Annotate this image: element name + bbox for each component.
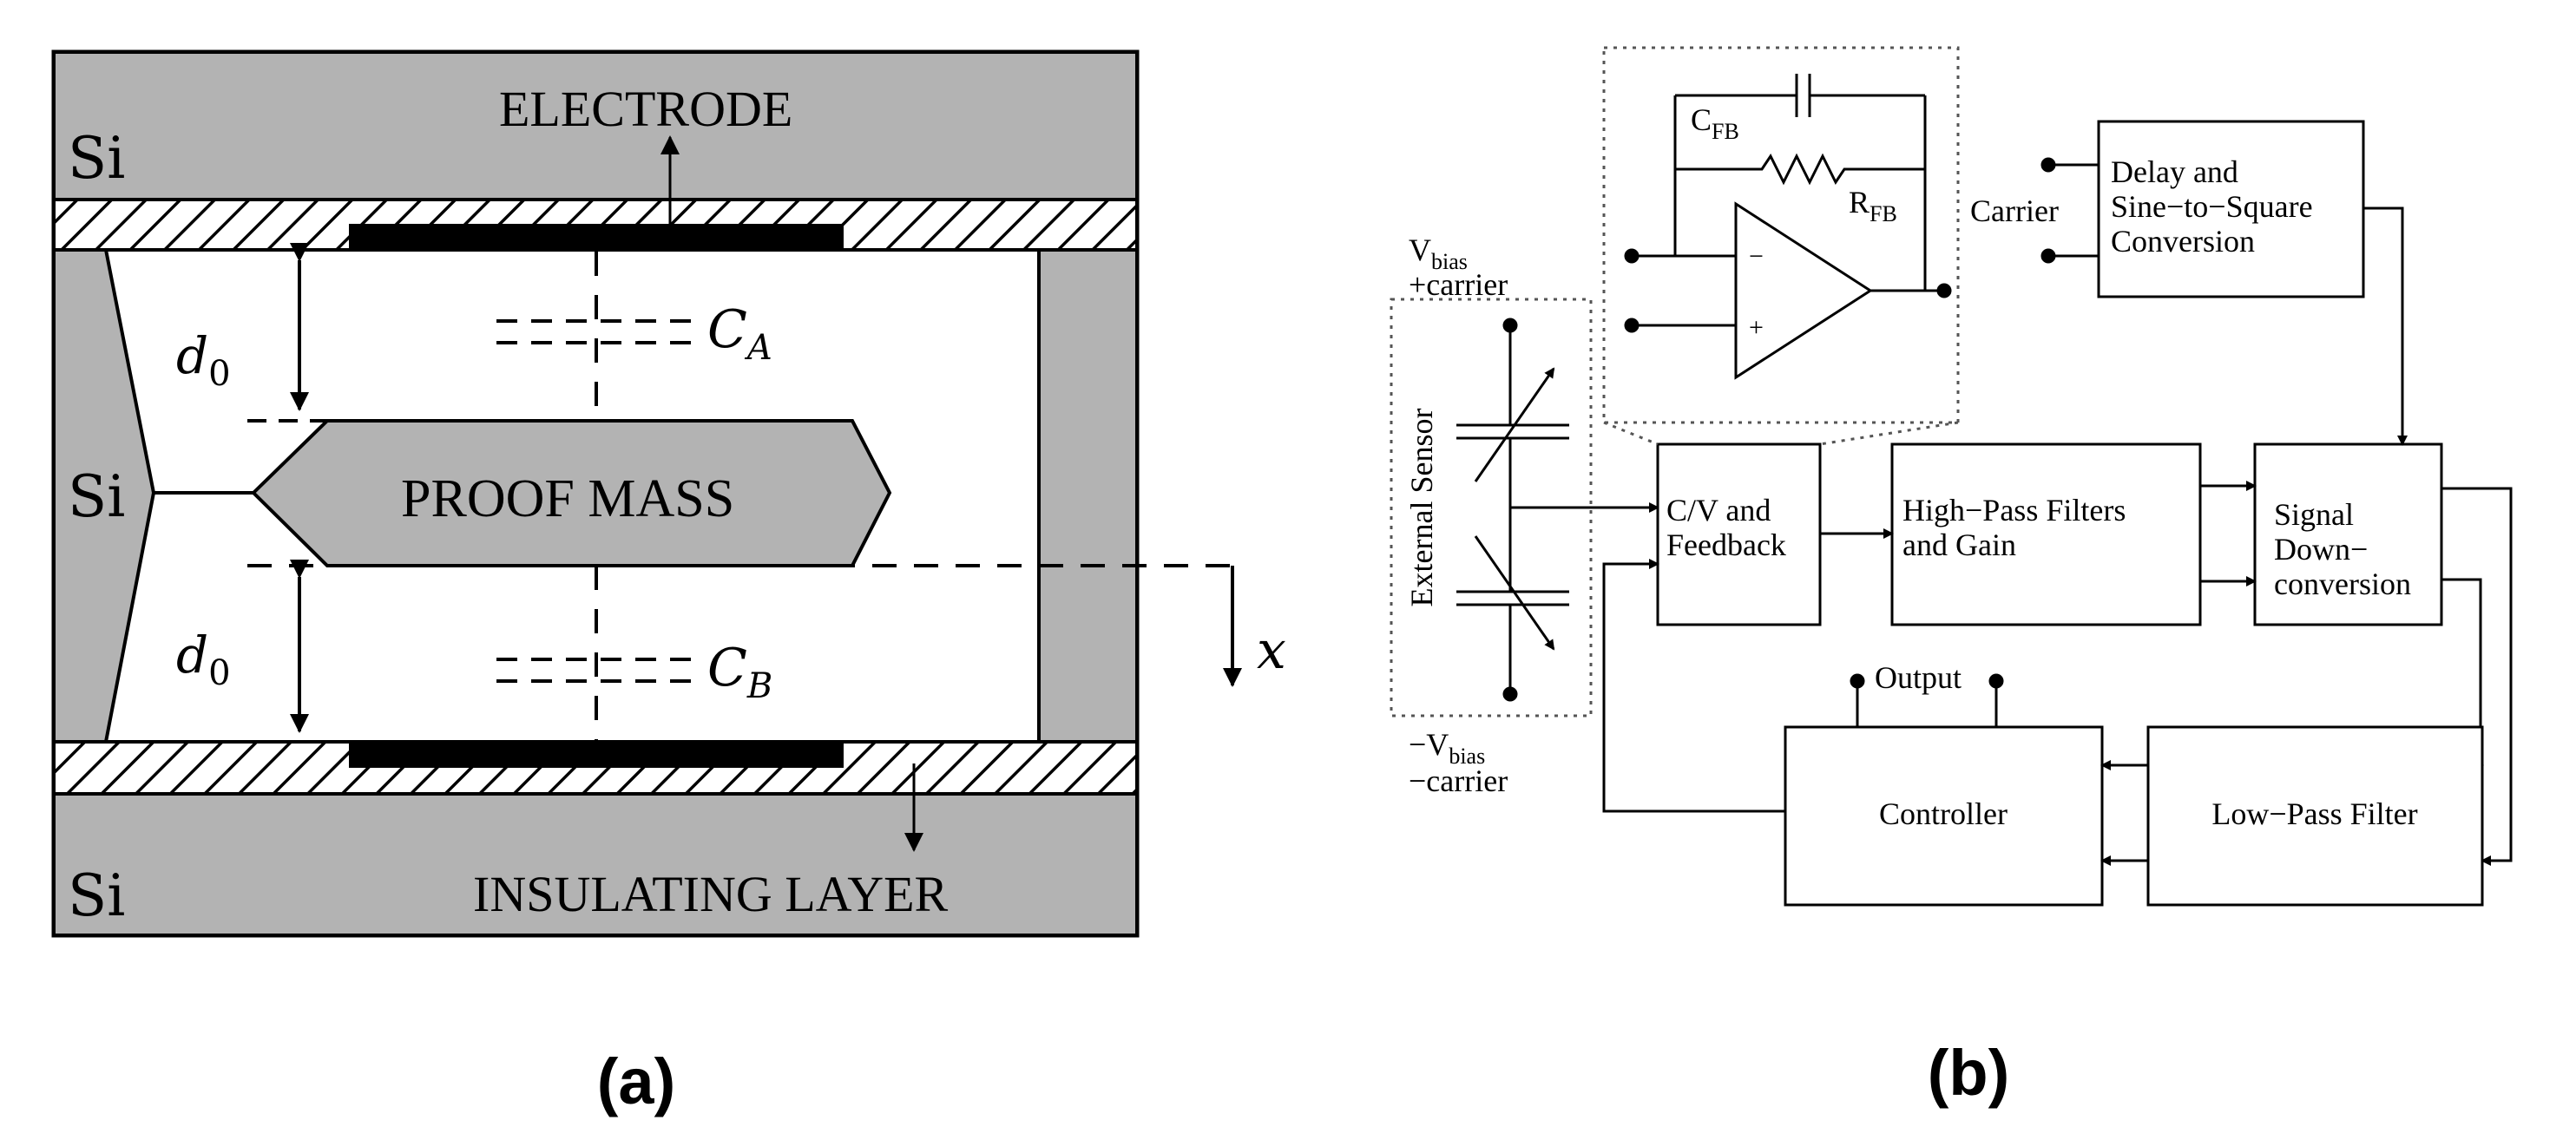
opamp-inverting-terminal xyxy=(1624,248,1640,264)
panel-a: Si Si Si ELECTRODE INSULATING LAYER PROO… xyxy=(51,49,1286,1117)
si-label-top: Si xyxy=(68,125,125,192)
panel-a-caption: (a) xyxy=(597,1045,675,1117)
si-label-anchor: Si xyxy=(68,463,125,530)
rfb-label: RFB xyxy=(1849,185,1897,226)
controller-label: Controller xyxy=(1879,796,2008,831)
cv-feedback-block xyxy=(1656,442,1822,626)
zoom-line-right xyxy=(1819,421,1959,446)
delay-to-sdc-arrow xyxy=(2363,206,2408,446)
delay-block-line3: Conversion xyxy=(2111,224,2255,259)
d0-label-top: d0 xyxy=(176,326,231,394)
silicon-anchor-left xyxy=(52,248,156,744)
external-sensor-box xyxy=(1390,298,1593,717)
opamp-output-terminal xyxy=(1936,283,1952,298)
hpf-block-line2: and Gain xyxy=(1902,527,2016,562)
panel-b xyxy=(1390,46,2513,907)
lpf-label: Low−Pass Filter xyxy=(2211,796,2417,831)
output-terminal-right xyxy=(1988,673,2004,689)
hpf-block-line1: High−Pass Filters xyxy=(1902,493,2126,527)
panel-b-caption: (b) xyxy=(1928,1037,2010,1109)
vbias-top-carrier-label: +carrier xyxy=(1409,267,1508,302)
sdc-block-line2: Down− xyxy=(2274,532,2368,567)
proof-mass-label: PROOF MASS xyxy=(401,469,734,528)
cv-block-line1: C/V and xyxy=(1666,493,1771,527)
output-terminal-left xyxy=(1850,673,1865,689)
carrier-label: Carrier xyxy=(1970,193,2059,228)
d0-label-bottom: d0 xyxy=(176,626,231,693)
silicon-top-layer xyxy=(52,50,1139,201)
vbias-bottom-terminal xyxy=(1502,686,1518,702)
sdc-block-line1: Signal xyxy=(2274,497,2354,532)
x-axis-label: x xyxy=(1257,620,1286,681)
opamp-minus-label: − xyxy=(1749,242,1764,271)
opamp-detail-box xyxy=(1602,46,1960,424)
signal-downconversion-block xyxy=(2253,442,2443,626)
vbias-bottom-label: −Vbias xyxy=(1409,727,1485,769)
vbias-top-terminal xyxy=(1502,318,1518,333)
electrode-bottom xyxy=(349,742,844,768)
variable-capacitor-arrow-top xyxy=(1474,367,1555,482)
vbias-top-label: Vbias xyxy=(1409,233,1468,274)
delay-block-line2: Sine−to−Square xyxy=(2111,189,2313,224)
electrode-label: ELECTRODE xyxy=(499,81,792,137)
opamp-noninverting-terminal xyxy=(1624,318,1640,333)
zoom-line-left xyxy=(1603,421,1659,446)
silicon-bottom-layer xyxy=(52,792,1139,937)
variable-capacitor-arrow-bottom xyxy=(1474,535,1555,651)
panel-b-labels: Vbias +carrier −Vbias −carrier External … xyxy=(1404,102,2418,1109)
controller-feedback-arrow xyxy=(1602,559,1785,813)
controller-block xyxy=(1784,725,2104,907)
rfb-resistor-symbol xyxy=(1675,153,1925,186)
si-label-bottom: Si xyxy=(68,862,125,929)
high-pass-filter-block xyxy=(1890,442,2202,626)
vbias-bottom-carrier-label: −carrier xyxy=(1409,763,1508,798)
capacitance-b-label: CB xyxy=(707,638,772,706)
output-label: Output xyxy=(1875,660,1962,695)
sdc-to-lpf-arrow-1 xyxy=(2441,487,2513,866)
sdc-block-line3: conversion xyxy=(2274,567,2411,601)
cfb-label: CFB xyxy=(1691,102,1739,144)
low-pass-filter-block xyxy=(2146,725,2484,907)
cv-block-line2: Feedback xyxy=(1666,527,1786,562)
delay-block-line1: Delay and xyxy=(2111,154,2238,189)
external-sensor-label: External Sensor xyxy=(1404,409,1439,607)
capacitance-a-label: CA xyxy=(707,299,772,368)
insulating-layer-label: INSULATING LAYER xyxy=(473,866,949,922)
opamp-symbol xyxy=(1734,201,1873,380)
opamp-plus-label: + xyxy=(1749,313,1764,342)
silicon-wall-right xyxy=(1037,248,1139,744)
electrode-top xyxy=(349,224,844,250)
